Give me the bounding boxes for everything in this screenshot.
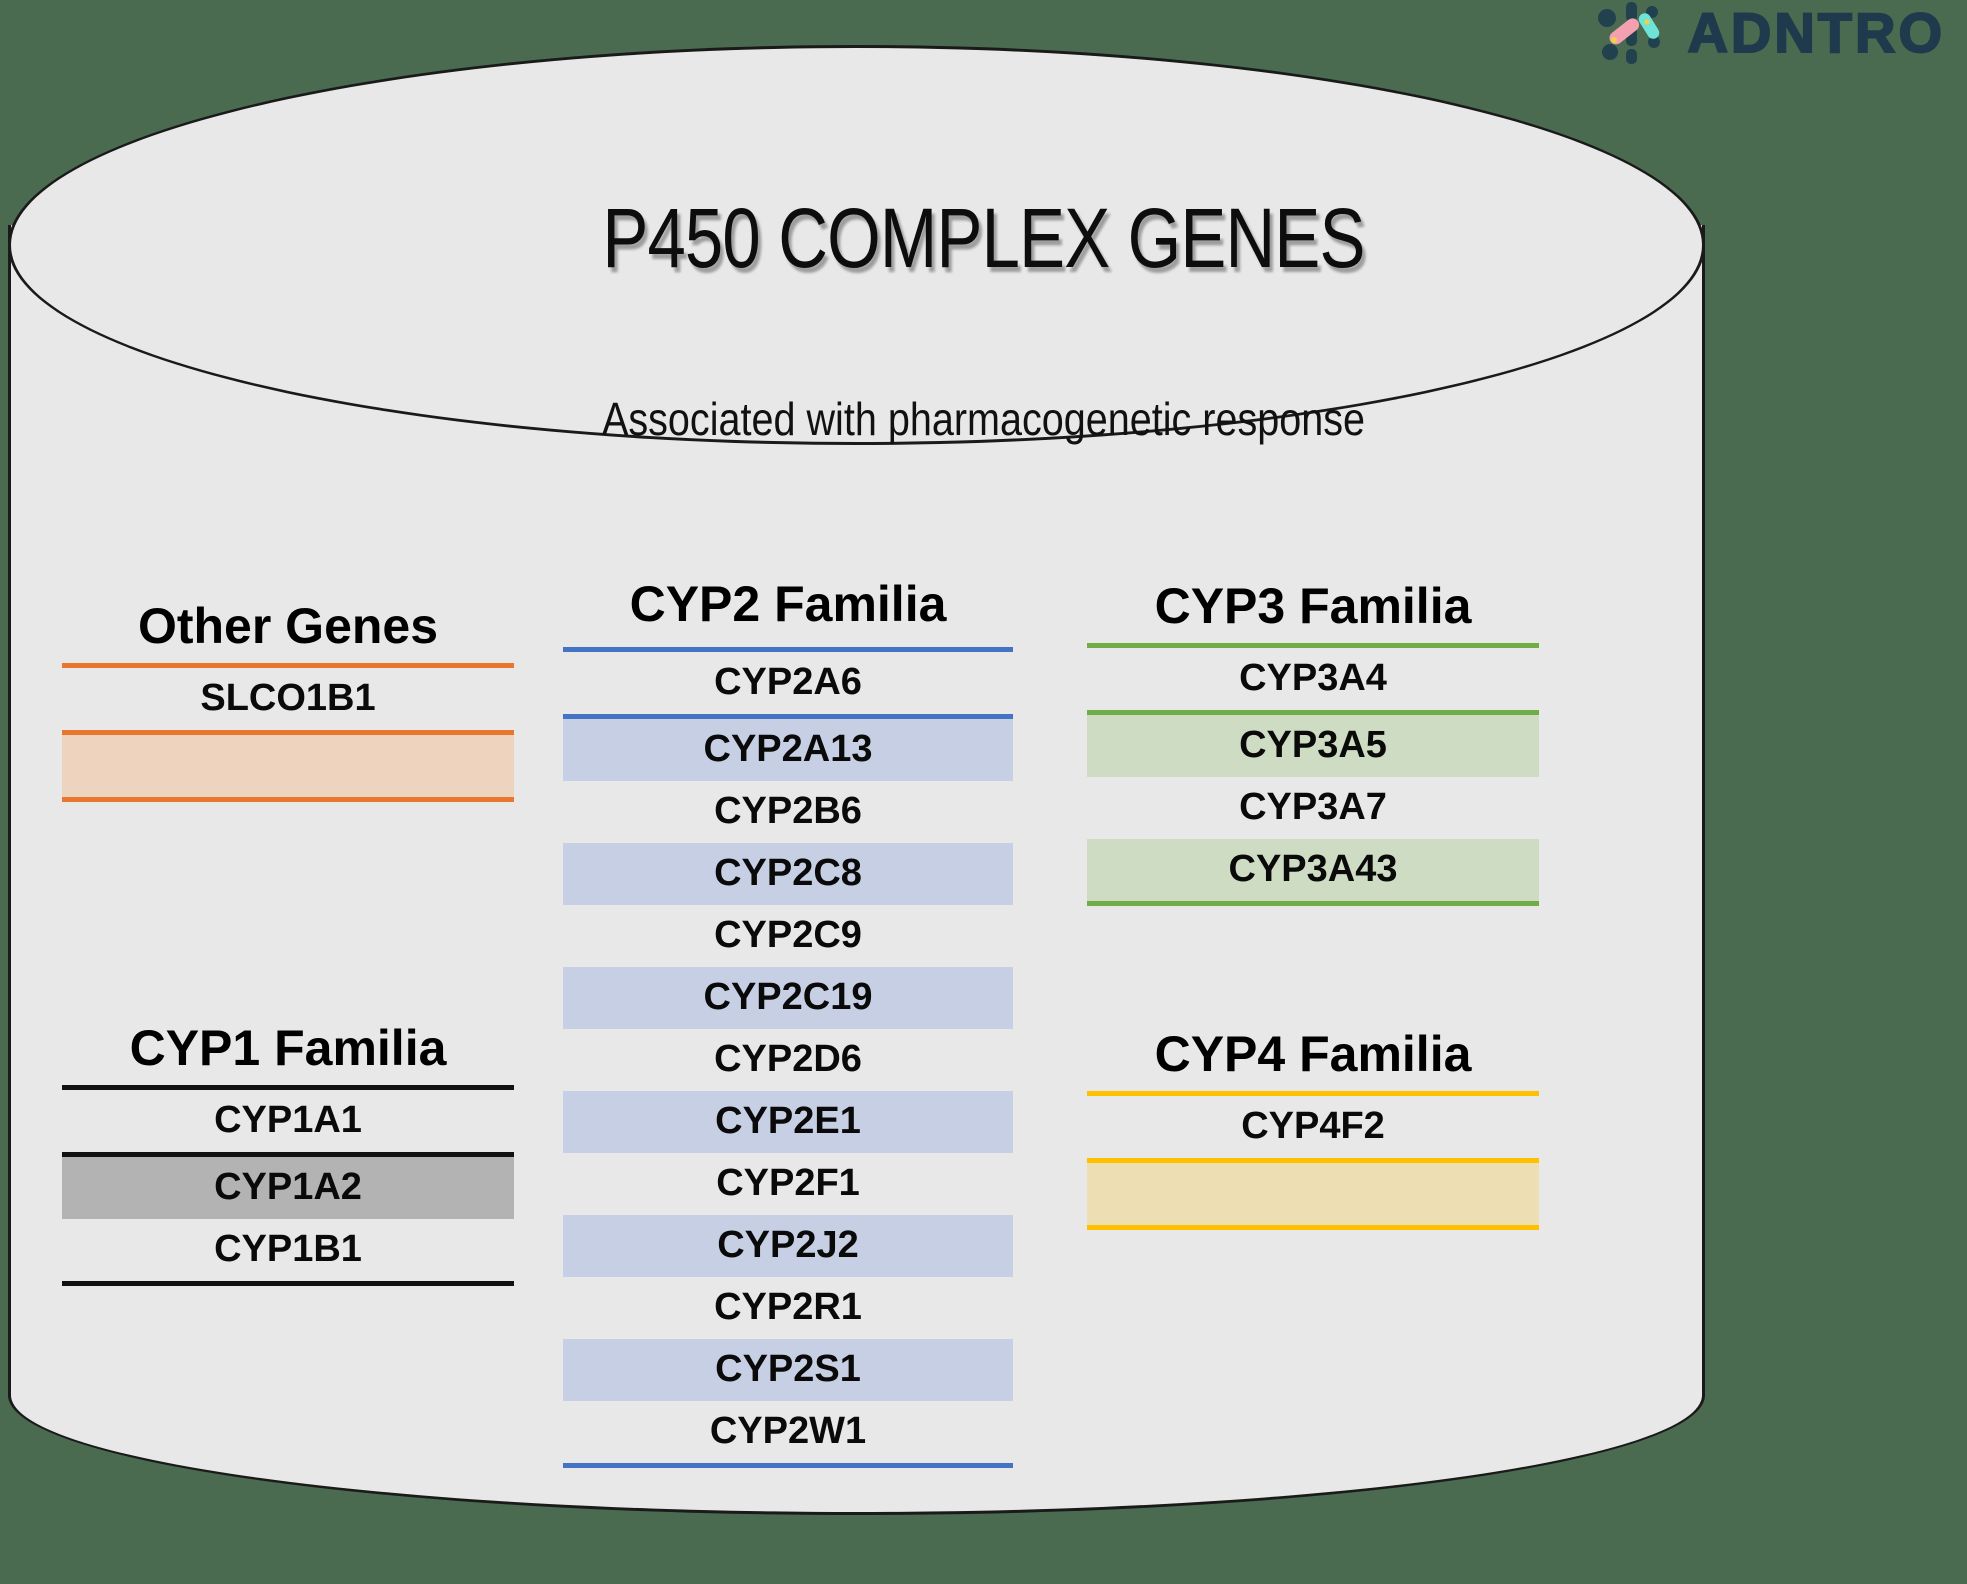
cyp3-table: CYP3A4 CYP3A5 CYP3A7 CYP3A43: [1087, 642, 1539, 906]
gene-cell[interactable]: CYP2J2: [563, 1214, 1013, 1277]
dna-logo-icon: [1595, 2, 1673, 64]
table-row[interactable]: CYP2J2: [563, 1214, 1013, 1277]
table-row[interactable]: CYP2F1: [563, 1153, 1013, 1215]
gene-cell-empty: [62, 732, 514, 802]
cyp1-heading: CYP1 Familia: [129, 1020, 447, 1076]
gene-cell[interactable]: CYP2C19: [563, 966, 1013, 1029]
other-genes-group: Other Genes SLCO1B1: [62, 600, 514, 802]
gene-cell[interactable]: CYP3A7: [1239, 785, 1387, 828]
table-row[interactable]: CYP3A43: [1087, 838, 1539, 906]
page-subtitle: Associated with pharmacogenetic response: [601, 393, 1366, 445]
cylinder-top-ellipse: [8, 45, 1705, 445]
table-row: [1087, 1160, 1539, 1230]
table-row[interactable]: CYP2S1: [563, 1338, 1013, 1401]
table-row[interactable]: CYP2A6: [563, 646, 1013, 719]
gene-cell[interactable]: CYP2W1: [563, 1400, 1013, 1468]
brand-logo: ADNTRO: [1595, 2, 1945, 64]
gene-cell[interactable]: CYP1A1: [62, 1084, 514, 1157]
cyp2-heading: CYP2 Familia: [629, 576, 947, 632]
gene-cell-empty: [1087, 1160, 1539, 1230]
gene-cell[interactable]: SLCO1B1: [62, 662, 514, 735]
gene-cell[interactable]: CYP1A2: [62, 1154, 514, 1219]
table-row[interactable]: CYP2R1: [563, 1277, 1013, 1339]
table-row[interactable]: CYP2D6: [563, 1029, 1013, 1091]
gene-cell[interactable]: CYP2B6: [714, 789, 862, 832]
table-row[interactable]: CYP2C9: [563, 905, 1013, 967]
table-row[interactable]: CYP1B1: [62, 1218, 514, 1286]
table-row[interactable]: SLCO1B1: [62, 662, 514, 735]
gene-cell[interactable]: CYP2E1: [563, 1090, 1013, 1153]
table-row[interactable]: CYP2C8: [563, 842, 1013, 905]
brand-name: ADNTRO: [1686, 1, 1945, 64]
gene-cell[interactable]: CYP3A5: [1087, 712, 1539, 777]
cyp3-group: CYP3 Familia CYP3A4 CYP3A5 CYP3A7 CYP3A4…: [1087, 580, 1539, 906]
other-genes-heading: Other Genes: [137, 598, 439, 654]
cyp4-heading: CYP4 Familia: [1154, 1026, 1472, 1082]
table-row[interactable]: CYP4F2: [1087, 1090, 1539, 1163]
cyp2-table: CYP2A6 CYP2A13 CYP2B6 CYP2C8 CYP2C9 CYP2…: [563, 646, 1013, 1468]
cyp3-heading: CYP3 Familia: [1154, 578, 1472, 634]
gene-cell[interactable]: CYP3A4: [1087, 642, 1539, 715]
table-row[interactable]: CYP3A5: [1087, 712, 1539, 777]
gene-cell[interactable]: CYP2R1: [714, 1285, 862, 1328]
cyp2-group: CYP2 Familia CYP2A6 CYP2A13 CYP2B6 CYP2C…: [563, 578, 1013, 1468]
cyp1-table: CYP1A1 CYP1A2 CYP1B1: [62, 1084, 514, 1286]
table-row[interactable]: CYP3A7: [1087, 777, 1539, 839]
gene-cell[interactable]: CYP2A6: [563, 646, 1013, 719]
gene-cell[interactable]: CYP2S1: [563, 1338, 1013, 1401]
table-row[interactable]: CYP2C19: [563, 966, 1013, 1029]
gene-cell[interactable]: CYP4F2: [1087, 1090, 1539, 1163]
cyp1-group: CYP1 Familia CYP1A1 CYP1A2 CYP1B1: [62, 1022, 514, 1286]
gene-cell[interactable]: CYP2C8: [563, 842, 1013, 905]
table-row[interactable]: CYP1A2: [62, 1154, 514, 1219]
cyp4-table: CYP4F2: [1087, 1090, 1539, 1230]
gene-cell[interactable]: CYP2C9: [714, 913, 862, 956]
table-row[interactable]: CYP2E1: [563, 1090, 1013, 1153]
gene-cell[interactable]: CYP2D6: [714, 1037, 862, 1080]
other-genes-table: SLCO1B1: [62, 662, 514, 802]
table-row[interactable]: CYP2B6: [563, 781, 1013, 843]
table-row[interactable]: CYP1A1: [62, 1084, 514, 1157]
gene-cell[interactable]: CYP2A13: [563, 716, 1013, 781]
table-row[interactable]: CYP2A13: [563, 716, 1013, 781]
cyp4-group: CYP4 Familia CYP4F2: [1087, 1028, 1539, 1230]
gene-cell[interactable]: CYP3A43: [1087, 838, 1539, 906]
gene-cell[interactable]: CYP2F1: [716, 1161, 860, 1204]
table-row[interactable]: CYP2W1: [563, 1400, 1013, 1468]
page-title: P450 COMPLEX GENES: [602, 191, 1365, 285]
gene-cell[interactable]: CYP1B1: [62, 1218, 514, 1286]
table-row: [62, 732, 514, 802]
table-row[interactable]: CYP3A4: [1087, 642, 1539, 715]
